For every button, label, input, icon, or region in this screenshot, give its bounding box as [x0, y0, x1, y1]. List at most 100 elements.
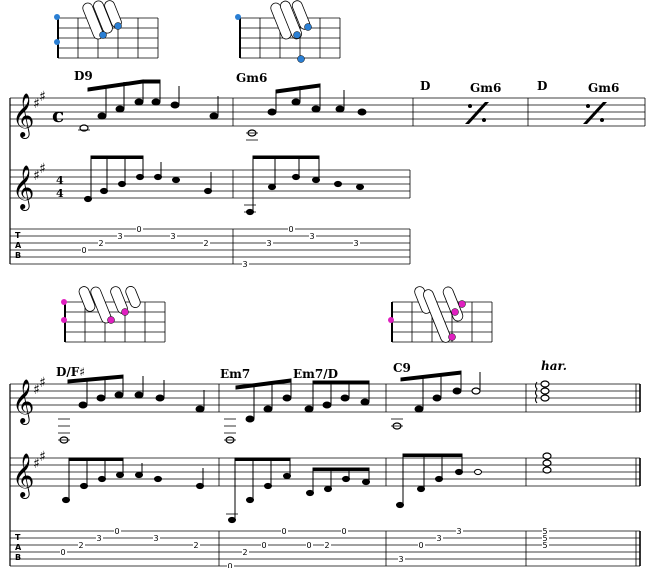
tab-fret-number: 0 [261, 541, 266, 550]
treble-clef: 𝄞 [12, 453, 34, 499]
tab-fret-number: 5 [542, 541, 547, 550]
tab-fret-number: 3 [436, 534, 441, 543]
tab-number-bg [60, 548, 67, 556]
tab-number-bg [136, 225, 143, 233]
tab-number-bg [341, 527, 348, 535]
tab-number-bg [114, 527, 121, 535]
fret-dot [293, 31, 301, 39]
chord-diagram-gm6 [239, 0, 341, 59]
key-signature-sharps: ♯ [33, 168, 40, 184]
fret-dot [458, 300, 466, 308]
tab-number-bg [242, 260, 249, 268]
tab-fret-number: 0 [227, 562, 232, 568]
fret-dot [54, 14, 60, 20]
tab-fret-number: 0 [136, 225, 141, 234]
tab-fret-number: 2 [98, 239, 103, 248]
tab-number-bg [398, 555, 405, 563]
guitar-staff-2 [10, 457, 641, 487]
guitar-notes-1 [84, 155, 364, 216]
tab-fret-number: 3 [153, 534, 158, 543]
guitar-notes-2 [62, 452, 552, 524]
tab-fret-number: 0 [306, 541, 311, 550]
fret-dot [451, 308, 459, 316]
tab-number-bg [98, 239, 105, 247]
chord-symbol: Em7/D [293, 367, 338, 381]
tab-label-a: A [15, 241, 22, 250]
fret-dot [121, 308, 129, 316]
tab-number-bg [324, 541, 331, 549]
fret-dot [99, 31, 107, 39]
time-signature-bottom: 4 [56, 187, 64, 200]
key-signature-sharps: ♯ [39, 161, 46, 177]
time-signature-common: c [52, 103, 64, 127]
tab-fret-number: 3 [170, 232, 175, 241]
tab-number-bg [542, 527, 549, 535]
tab-number-bg [96, 534, 103, 542]
fret-dot [235, 14, 241, 20]
key-signature-sharps: ♯ [39, 375, 46, 391]
chord-symbol: C9 [393, 361, 411, 375]
chord-diagram-d9 [57, 0, 159, 59]
tab-label-t: T [15, 231, 21, 240]
tab-fret-number: 3 [266, 239, 271, 248]
chord-symbol: Em7 [220, 367, 250, 381]
tab-number-bg [418, 541, 425, 549]
notes-measure-2 [246, 83, 367, 141]
key-signature-sharps: ♯ [33, 456, 40, 472]
tab-number-bg [117, 232, 124, 240]
key-signature-sharps: ♯ [39, 89, 46, 105]
tab-label-b: B [15, 251, 21, 260]
tab-number-bg [193, 541, 200, 549]
tab-fret-number: 0 [281, 527, 286, 536]
fret-dot [107, 316, 115, 324]
tab-fret-number: 5 [542, 527, 547, 536]
notes-measure-1 [78, 79, 219, 132]
tab-fret-number: 3 [242, 260, 247, 269]
tab-number-bg [261, 541, 268, 549]
chord-symbol: Gm6 [470, 81, 501, 95]
chord-symbol: D [420, 79, 430, 93]
tab-number-bg [309, 232, 316, 240]
tab-number-bg [542, 541, 549, 549]
tab-label-a: A [15, 543, 22, 552]
notes-system-2 [58, 370, 550, 444]
tab-number-bg [203, 239, 210, 247]
key-signature-sharps: ♯ [33, 382, 40, 398]
repeat-measure-sign [465, 102, 607, 124]
fret-dot [448, 333, 456, 341]
tab-number-bg [436, 534, 443, 542]
tab-number-bg [542, 534, 549, 542]
fret-dot [297, 55, 305, 63]
tab-fret-number: 2 [78, 541, 83, 550]
harmonics-label: har. [541, 359, 567, 373]
treble-clef: 𝄞 [12, 93, 34, 139]
fret-dot [388, 317, 394, 323]
tab-fret-number: 3 [353, 239, 358, 248]
tab-fret-number: 0 [341, 527, 346, 536]
chord-symbol: D [537, 79, 547, 93]
tab-fret-number: 2 [242, 548, 247, 557]
tab-fret-number: 3 [398, 555, 403, 564]
tab-number-bg [353, 239, 360, 247]
chord-diagram-d-over-f-sharp [64, 286, 166, 343]
tab-fret-number: 3 [117, 232, 122, 241]
tab-fret-number: 3 [309, 232, 314, 241]
treble-clef: 𝄞 [12, 379, 34, 425]
chord-symbol: Gm6 [236, 71, 267, 85]
tab-fret-number: 3 [456, 527, 461, 536]
chord-symbol: D9 [74, 69, 93, 83]
tab-number-bg [81, 246, 88, 254]
fret-dot [54, 39, 60, 45]
tab-number-bg [78, 541, 85, 549]
tab-fret-number: 2 [193, 541, 198, 550]
fret-dot [61, 299, 67, 305]
tab-fret-number: 0 [288, 225, 293, 234]
tab-fret-number: 0 [81, 246, 86, 255]
tab-number-bg [227, 562, 234, 568]
staff-1 [9, 97, 646, 264]
tab-fret-number: 0 [60, 548, 65, 557]
